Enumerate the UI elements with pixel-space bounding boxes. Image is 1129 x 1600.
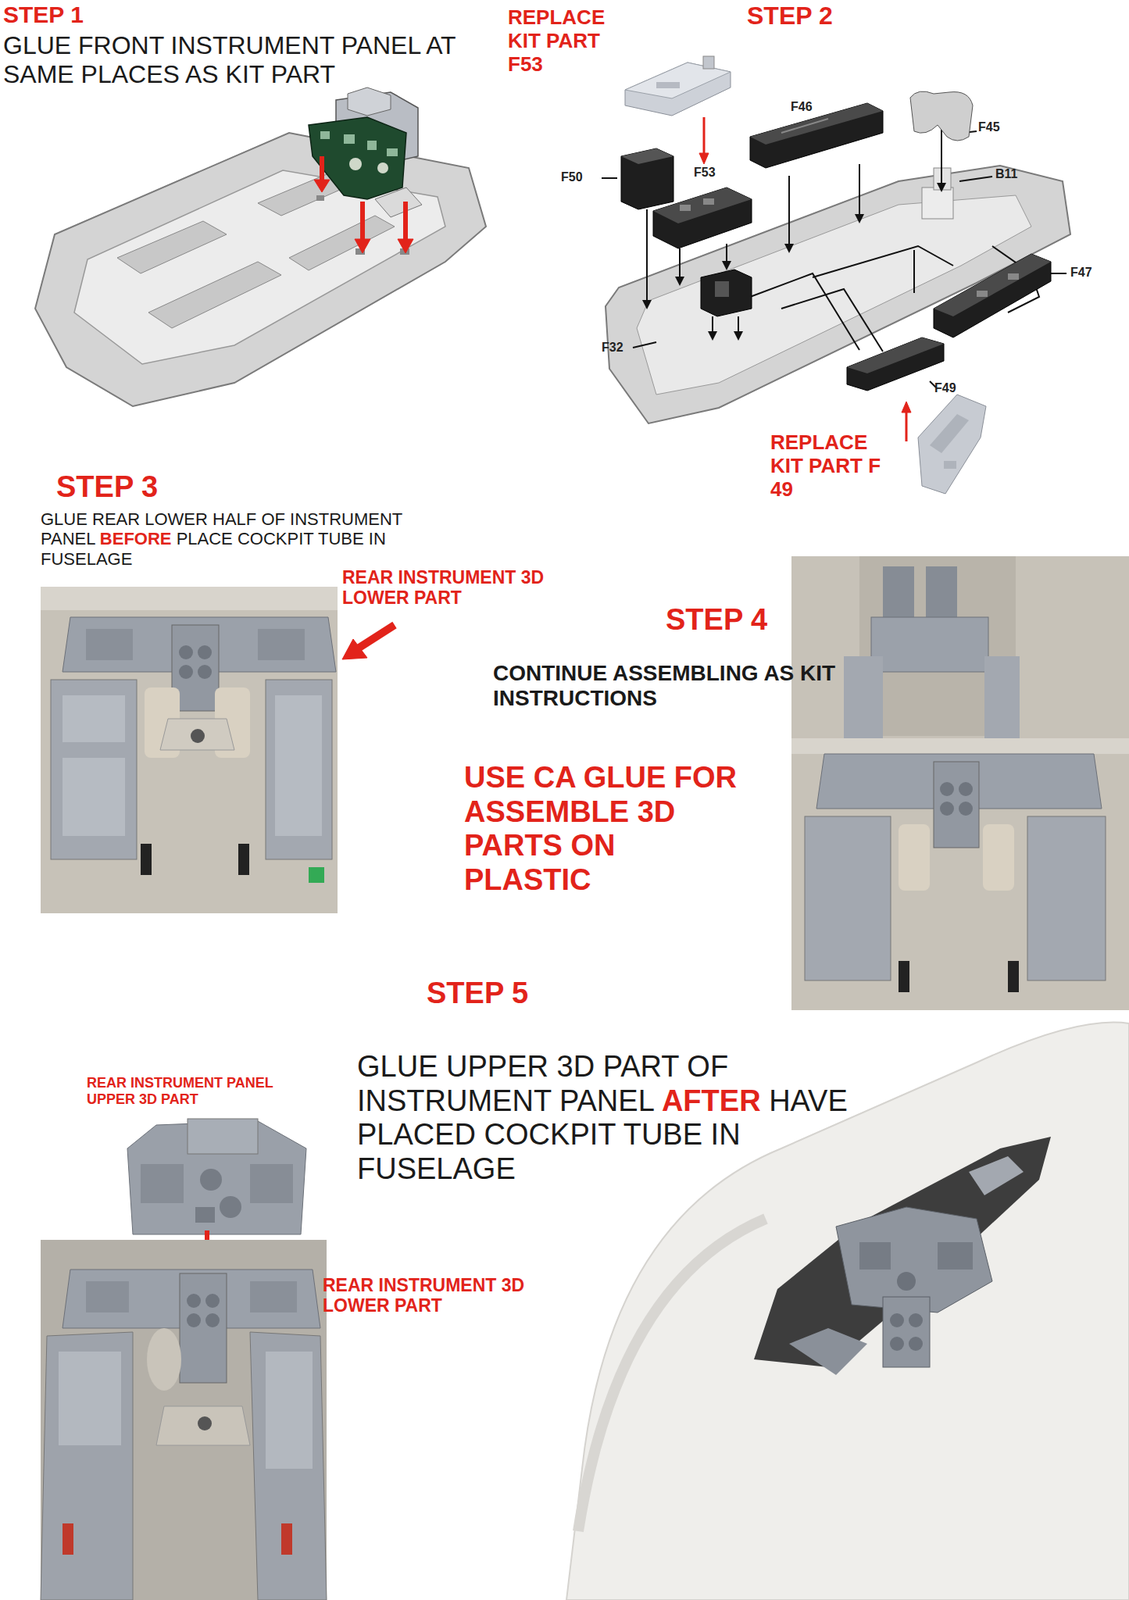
text-block: F45: [978, 120, 1026, 135]
label: F49: [934, 381, 957, 395]
label: F50: [560, 170, 583, 184]
cockpit-tub-step2: [605, 165, 1071, 424]
red-arrows-step2: [699, 117, 912, 442]
label: CONTINUE ASSEMBLING AS KIT INSTRUCTIONS: [493, 660, 836, 711]
text-block: REAR INSTRUMENT 3D LOWER PART: [342, 567, 577, 609]
text-block: STEP 4: [665, 603, 869, 638]
text-block: USE CA GLUE FOR ASSEMBLE 3D PARTS ON PLA…: [464, 761, 738, 898]
label: REAR INSTRUMENT 3D LOWER PART: [342, 567, 544, 608]
red-arrow-step3: [342, 625, 395, 660]
label: F53: [693, 165, 716, 179]
red-arrows-step1: [314, 156, 414, 254]
label: STEP 4: [665, 603, 768, 636]
text-block: REPLACE KIT PART F 49: [770, 431, 896, 502]
text-block: STEP 3: [56, 470, 260, 505]
label: USE CA GLUE FOR ASSEMBLE 3D PARTS ON PLA…: [464, 761, 737, 897]
front-instrument-panel: [308, 87, 419, 200]
text-block: REAR INSTRUMENT PANEL UPPER 3D PART: [86, 1075, 275, 1108]
label: STEP 3: [56, 470, 158, 504]
text-block: STEP 5: [426, 976, 630, 1012]
text-block: STEP 1: [3, 1, 160, 29]
label: STEP 5: [426, 976, 529, 1010]
cockpit-tub-step1: [35, 132, 486, 407]
kit-parts-step2: [621, 56, 1051, 494]
photo-step3: [40, 586, 338, 914]
label: F46: [790, 100, 813, 114]
text-block: F49: [934, 381, 982, 396]
text-block: REPLACE KIT PART F53: [507, 6, 626, 77]
label: BEFORE: [100, 528, 172, 549]
text-block: GLUE UPPER 3D PART OF INSTRUMENT PANEL A…: [357, 1050, 865, 1187]
text-block: CONTINUE ASSEMBLING AS KIT INSTRUCTIONS: [493, 660, 837, 711]
label: REPLACE KIT PART F 49: [770, 430, 881, 501]
arrowheads-step2: [642, 182, 947, 341]
label: STEP 2: [746, 1, 833, 30]
label: F45: [978, 120, 1001, 134]
label: F47: [1070, 265, 1093, 279]
label: REPLACE KIT PART F53: [507, 5, 605, 76]
text-block: REAR INSTRUMENT 3D LOWER PART: [322, 1275, 558, 1317]
label: STEP 1: [3, 1, 84, 28]
text-block: F53: [693, 165, 741, 180]
text-block: GLUE FRONT INSTRUMENT PANEL AT SAME PLAC…: [3, 31, 488, 90]
text-block: F32: [601, 340, 649, 355]
upper-panel-photo: [127, 1118, 307, 1235]
leader-lines-step2: [601, 117, 1067, 388]
label: GLUE FRONT INSTRUMENT PANEL AT SAME PLAC…: [3, 31, 456, 89]
label: AFTER: [661, 1084, 762, 1118]
label: REAR INSTRUMENT PANEL UPPER 3D PART: [86, 1075, 273, 1108]
label: REAR INSTRUMENT 3D LOWER PART: [322, 1275, 525, 1316]
text-block: F50: [560, 170, 608, 185]
lower-panel-photo: [40, 1239, 327, 1600]
label: F32: [601, 340, 624, 354]
text-block: GLUE REAR LOWER HALF OF INSTRUMENT PANEL…: [40, 509, 447, 569]
text-block: F46: [790, 100, 838, 115]
text-block: F47: [1070, 265, 1118, 280]
text-block: B11: [995, 167, 1043, 182]
text-block: STEP 2: [746, 1, 904, 31]
photo-step4: [791, 556, 1129, 1011]
label: B11: [995, 167, 1018, 181]
